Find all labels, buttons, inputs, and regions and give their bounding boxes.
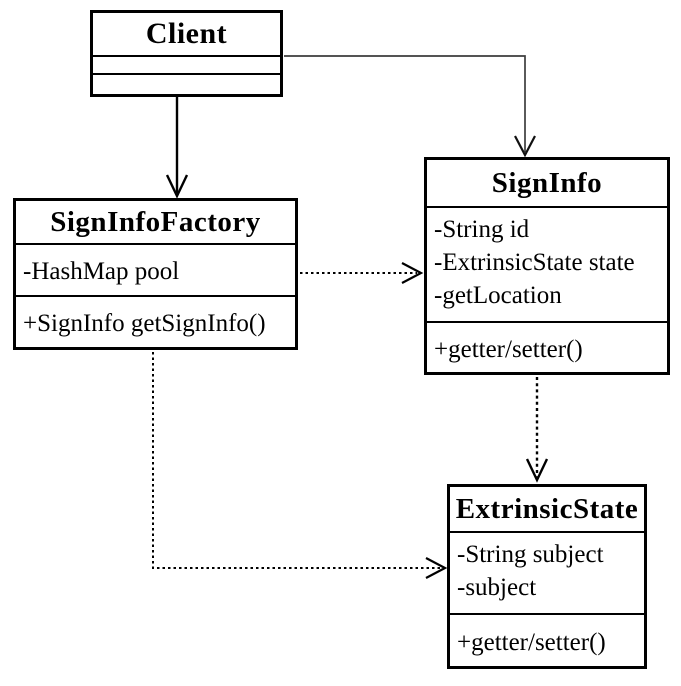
- class-signinfofactory-name: SignInfoFactory: [16, 201, 295, 245]
- connector-client-to-signinfofactory: [165, 97, 189, 199]
- class-extrinsicstate: ExtrinsicState -String subject -subject …: [447, 484, 647, 669]
- class-extrinsicstate-methods: +getter/setter(): [450, 615, 644, 666]
- attribute: -subject: [457, 574, 537, 601]
- class-extrinsicstate-attributes: -String subject -subject: [450, 533, 644, 615]
- attribute: -String id: [434, 216, 530, 243]
- class-signinfo-attributes: -String id -ExtrinsicState state -getLoc…: [427, 208, 667, 323]
- connector-signinfofactory-to-extrinsicstate: [152, 352, 448, 579]
- class-signinfofactory-attributes: -HashMap pool: [16, 245, 295, 297]
- connector-client-to-signinfo: [284, 55, 536, 158]
- class-client-attributes: [93, 57, 280, 75]
- class-extrinsicstate-name: ExtrinsicState: [450, 487, 644, 533]
- attribute: -String subject: [457, 541, 604, 568]
- class-client-methods: [93, 75, 280, 94]
- attribute: -HashMap pool: [23, 258, 180, 285]
- attribute: -getLocation: [434, 282, 562, 309]
- attribute: -ExtrinsicState state: [434, 249, 635, 276]
- class-client-name: Client: [93, 13, 280, 57]
- method: +SignInfo getSignInfo(): [23, 310, 266, 337]
- class-signinfofactory: SignInfoFactory -HashMap pool +SignInfo …: [13, 198, 298, 350]
- class-signinfo-methods: +getter/setter(): [427, 323, 667, 372]
- method: +getter/setter(): [457, 628, 606, 656]
- method: +getter/setter(): [434, 335, 583, 363]
- connector-signinfo-to-extrinsicstate: [525, 377, 549, 483]
- class-signinfo-name: SignInfo: [427, 160, 667, 208]
- connector-signinfofactory-to-signinfo: [300, 262, 424, 284]
- class-client: Client: [90, 10, 283, 97]
- class-signinfofactory-methods: +SignInfo getSignInfo(): [16, 297, 295, 347]
- class-signinfo: SignInfo -String id -ExtrinsicState stat…: [424, 157, 670, 375]
